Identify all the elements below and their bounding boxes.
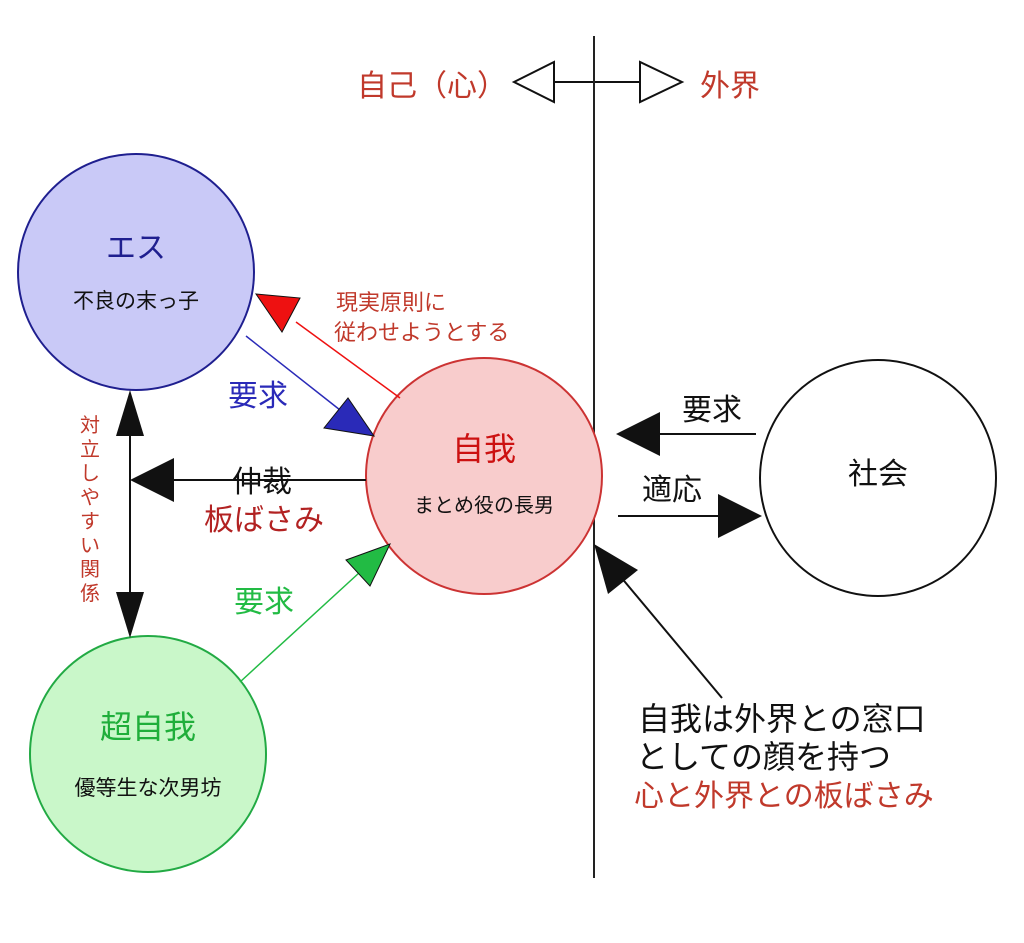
conflict-char: 対	[80, 413, 100, 437]
note-line3: 心と外界との板ばさみ	[634, 779, 934, 814]
self-mind-label: 自己（心）	[357, 69, 507, 104]
reality-principle-label-line2: 従わせようとする	[334, 321, 509, 346]
conflict-char: す	[80, 509, 100, 533]
society-circle	[759, 359, 997, 597]
id-title: エス	[106, 231, 166, 266]
note-line1: 自我は外界との窓口	[638, 700, 926, 738]
superego-demand-arrow	[239, 543, 391, 683]
society-title: 社会	[848, 457, 908, 492]
society-demand-label: 要求	[682, 393, 742, 428]
adaptation-arrow	[618, 494, 762, 538]
mediation-arrow	[130, 458, 366, 502]
conflict-char: し	[80, 461, 100, 485]
adaptation-label: 適応	[642, 473, 702, 508]
note-arrow	[594, 544, 723, 699]
id-demand-label: 要求	[228, 379, 288, 414]
ego-circle	[365, 357, 603, 595]
superego-circle	[29, 635, 267, 873]
ego-title: 自我	[452, 430, 516, 468]
conflict-char: い	[80, 533, 100, 557]
conflict-char: や	[80, 485, 100, 509]
conflict-char: 係	[80, 581, 100, 605]
conflict-char: 立	[80, 437, 100, 461]
id-subtitle: 不良の末っ子	[73, 289, 199, 313]
id-circle	[17, 153, 255, 391]
self-world-double-arrow	[511, 60, 685, 104]
superego-demand-label: 要求	[234, 585, 294, 620]
mediation-label: 仲裁	[232, 465, 292, 500]
conflict-label: 対 立 し や す い 関 係	[80, 413, 100, 605]
conflict-char: 関	[80, 557, 100, 581]
id-demand-arrow	[245, 335, 376, 437]
note-line2: としての顔を持つ	[636, 738, 891, 776]
reality-principle-label-line1: 現実原則に	[336, 291, 446, 316]
ego-subtitle: まとめ役の長男	[414, 493, 554, 517]
superego-title: 超自我	[100, 708, 196, 746]
conflict-double-arrow	[116, 390, 144, 638]
society-demand-arrow	[616, 412, 756, 456]
sandwiched-label: 板ばさみ	[204, 503, 324, 538]
superego-subtitle: 優等生な次男坊	[75, 776, 222, 800]
reality-principle-arrow	[254, 293, 401, 399]
outside-world-label: 外界	[700, 69, 760, 104]
